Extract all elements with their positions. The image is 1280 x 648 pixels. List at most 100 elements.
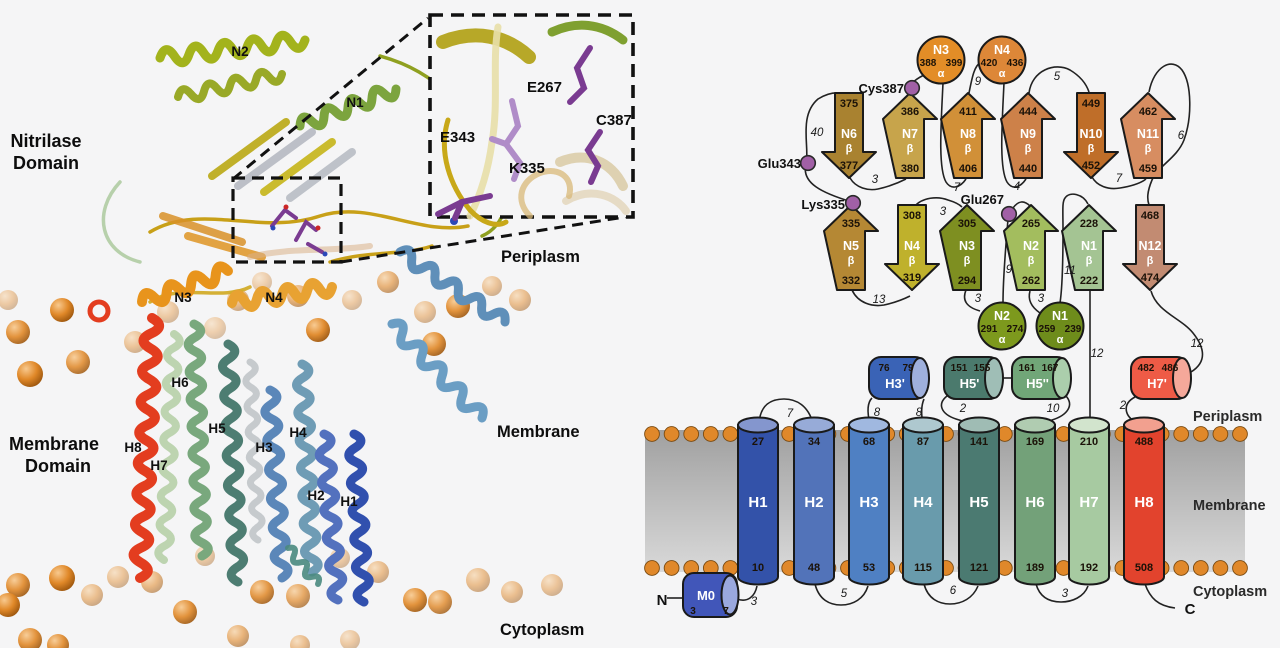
nitrilase-domain-label-line1: Nitrilase: [10, 131, 81, 151]
structure-label-h3: H3: [255, 440, 273, 455]
helix-res-left: 151: [951, 363, 968, 374]
strand-res-bottom: 380: [901, 163, 919, 175]
loop-h6-h7: [1035, 583, 1089, 603]
strand-name: N6: [841, 127, 857, 141]
helix-name: H3: [859, 494, 878, 511]
strand-arrow: [1120, 92, 1176, 179]
circle-res-left: 291: [981, 324, 998, 335]
loop-label-n3a_n8: 7: [954, 182, 961, 194]
strand-name: N7: [902, 127, 918, 141]
helix-res-top: 27: [752, 436, 764, 448]
loop-n6-n7: [849, 177, 907, 191]
helix-coil: [154, 330, 184, 564]
strand-arrow: [884, 204, 940, 291]
topo-cytoplasm-label: Cytoplasm: [1193, 584, 1267, 600]
alpha-symbol: α: [938, 68, 945, 80]
helix-res-bottom: 508: [1135, 562, 1153, 574]
alpha-circle: [977, 35, 1027, 85]
helix-name: H3': [885, 376, 905, 391]
loop-label-h4_h5: 6: [950, 585, 957, 597]
lipid-head: [1192, 426, 1209, 442]
inset-ribbon: [547, 20, 628, 45]
helix-body: [1014, 424, 1056, 586]
lipid-sphere: [49, 565, 75, 591]
callout-line-bottom: [340, 214, 632, 264]
loop-label-h3_h3p: 8: [874, 407, 881, 419]
strand-res-bottom: 377: [840, 160, 858, 172]
active-site-stick: [294, 218, 318, 242]
strand-res-bottom: 440: [1019, 163, 1037, 175]
lipid-head: [702, 426, 719, 442]
strand-name: N8: [960, 127, 976, 141]
strand-name: N3: [959, 239, 975, 253]
loop-n4a-n9: [1000, 82, 1027, 188]
loop-label-n8_n4a: 9: [975, 76, 982, 88]
loop-n1b-n1a: [1059, 193, 1089, 304]
beta-symbol: β: [965, 143, 972, 155]
loop-label-n1a_n2b: 3: [1038, 293, 1045, 305]
strand-res-bottom: 406: [959, 163, 977, 175]
structure-label-n2: N2: [231, 44, 248, 59]
beta-symbol: β: [1028, 255, 1035, 267]
loop-n1a-n2b: [1028, 290, 1041, 314]
lipid-sphere: [47, 634, 69, 648]
strand-arrow: [1003, 204, 1059, 291]
helix-res-left: 76: [878, 363, 890, 374]
helix-name: H1: [748, 494, 767, 511]
strand-res-top: 335: [842, 218, 860, 230]
lipid-head: [1212, 426, 1229, 442]
helix-coil: [285, 544, 323, 587]
beta-symbol: β: [964, 255, 971, 267]
structure-panel: Nitrilase Domain Membrane Domain Peripla…: [0, 13, 635, 648]
helix-cap: [1068, 416, 1110, 434]
helix-body: [848, 424, 890, 586]
lipid-sphere: [252, 272, 272, 292]
alpha-circle: [1035, 301, 1085, 351]
helix-res-bottom: 10: [752, 562, 764, 574]
strand-res-bottom: 459: [1139, 163, 1157, 175]
lipid-head: [644, 560, 660, 576]
lipid-sphere: [541, 574, 563, 596]
helix-coil: [395, 245, 510, 327]
structure-label-n4: N4: [265, 290, 283, 305]
lipid-sphere: [290, 635, 310, 648]
topology-shapes: 375N6β377386N7β380411N8β406444N9β440449N…: [682, 35, 1192, 618]
membrane-domain-label-line1: Membrane: [9, 434, 99, 454]
glu267-marker-dot: [1000, 205, 1018, 223]
strand-res-bottom: 222: [1080, 275, 1098, 287]
beta-symbol: β: [1086, 255, 1093, 267]
strand-res-top: 228: [1080, 218, 1098, 230]
lipid-sphere: [509, 289, 531, 311]
helix-body: [1068, 424, 1110, 586]
atom-dot: [283, 204, 289, 210]
inset-label-e343: E343: [440, 129, 475, 146]
lipid-sphere: [18, 628, 42, 648]
lipid-head: [683, 426, 700, 442]
helix-res-left: 482: [1138, 363, 1155, 374]
alpha-circle: [916, 35, 966, 85]
helix-name: H4: [913, 494, 933, 511]
loop-label-h5p_h5: 2: [959, 403, 967, 415]
helix-res-left: 161: [1019, 363, 1036, 374]
helix-cap: [902, 416, 944, 434]
strand-name: N1: [1081, 239, 1097, 253]
inset-stick: [567, 45, 593, 105]
strand-name: N12: [1139, 239, 1162, 253]
lipid-sphere: [17, 361, 43, 387]
strand-res-bottom: 452: [1082, 160, 1100, 172]
helix-coil: [387, 318, 488, 423]
marker-label-glu267: Glu267: [961, 192, 1004, 207]
circle-res-left: 420: [981, 58, 998, 69]
lipid-sphere: [306, 318, 330, 342]
lipid-head: [1232, 560, 1248, 576]
structure-label-h6: H6: [171, 375, 189, 390]
